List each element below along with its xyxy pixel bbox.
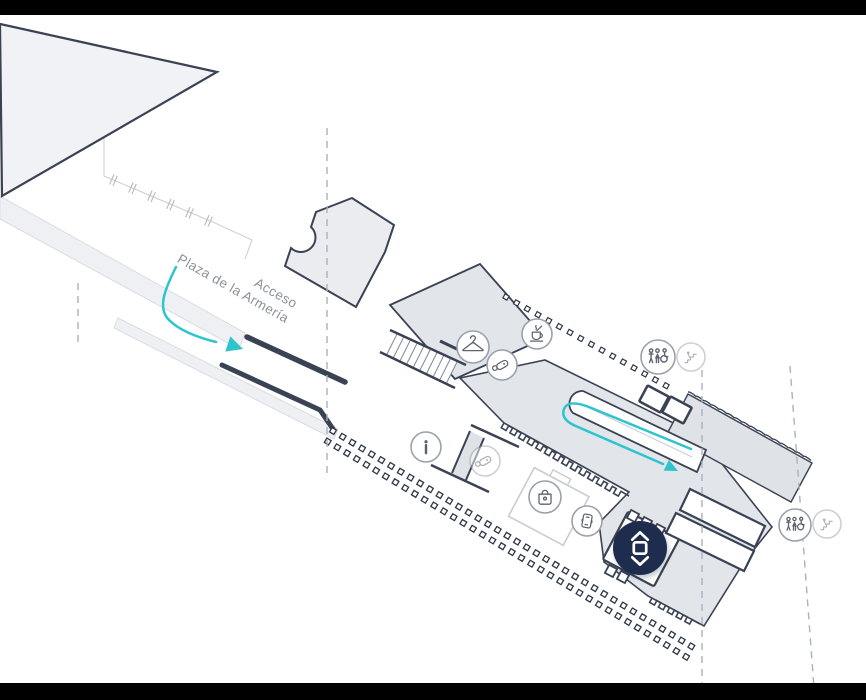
letterbox-top: [0, 0, 866, 15]
elevator-floor-button[interactable]: [613, 521, 669, 578]
crenellated-walls: [500, 422, 701, 626]
letterbox-bottom: [0, 683, 866, 700]
building-vestibule: [283, 196, 396, 309]
ramp-divider: [580, 403, 693, 458]
staircase-floor: [386, 334, 457, 384]
information-icon: [410, 431, 442, 463]
toilets-accessible-icon: [640, 339, 676, 375]
info-stairs-fill: [452, 431, 484, 480]
room-a: [678, 487, 767, 549]
stairs-icon-2: [812, 509, 842, 539]
cafeteria-icon: [521, 318, 553, 350]
info-area-wall-bottom: [430, 463, 490, 494]
stairs-icon: [676, 342, 706, 372]
main-wing-mass: [458, 359, 774, 628]
shop-icon: [528, 480, 562, 514]
toilets-accessible-icon-2: [778, 508, 812, 542]
building-topleft: [0, 22, 221, 198]
cloakroom-icon: [456, 330, 490, 364]
cloakroom-inner-wall: [439, 339, 460, 352]
audioguide-icon-2: [469, 445, 501, 477]
room-b: [664, 511, 756, 573]
ramp-direction-arrow: [562, 402, 693, 466]
audioguide-icon: [486, 349, 518, 381]
info-area-wall-top: [470, 423, 520, 449]
colonnade-guide-line: [103, 130, 253, 260]
amenity-markers: [410, 318, 842, 578]
info-stairs-wall-1: [451, 430, 471, 474]
upper-gallery-band: [666, 393, 813, 503]
scalloped-wall-edge: [687, 391, 812, 461]
tickets-icon: [571, 505, 603, 537]
entrance-wall-upper: [244, 334, 348, 385]
colonnade-ticks: [109, 174, 213, 227]
entry-arrowhead: [225, 336, 243, 352]
ramp-arrowhead: [663, 459, 678, 471]
staircase-wall-lower: [379, 350, 456, 390]
colonnade-square-rows: [323, 293, 696, 662]
shop-counter: [548, 468, 572, 487]
entrance-wall-lower: [219, 362, 336, 432]
entry-arrow: [161, 265, 218, 344]
staircase-wall-upper: [389, 328, 467, 367]
walkway-band-lower: [113, 317, 339, 440]
service-rooms: [638, 384, 693, 425]
staircase-hatch: [385, 333, 458, 385]
